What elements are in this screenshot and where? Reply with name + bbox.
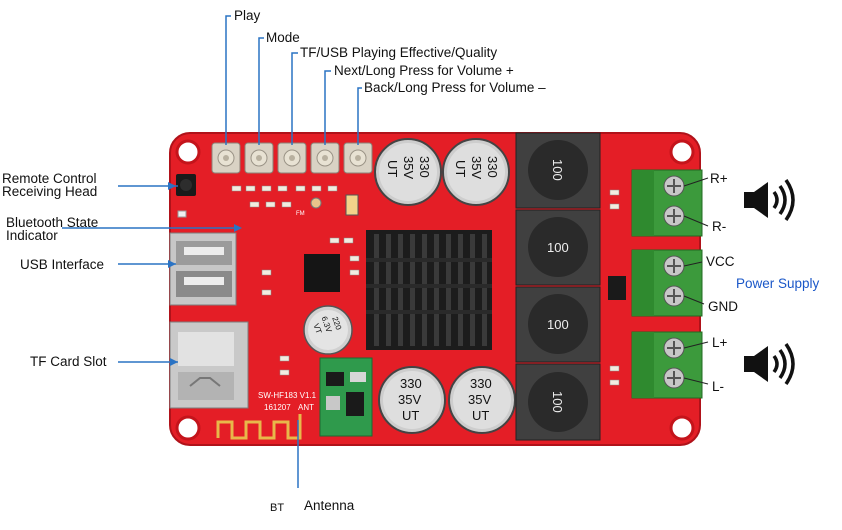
inductor-2-text: 100	[547, 240, 569, 255]
label-bt-state-2: Indicator	[6, 228, 58, 243]
label-remote-2: Receiving Head	[2, 184, 98, 199]
crystal	[345, 194, 359, 216]
label-play: Play	[234, 8, 261, 23]
label-gnd: GND	[708, 299, 738, 314]
label-l-minus: L-	[712, 379, 725, 394]
leader-lines	[62, 15, 362, 488]
label-r-minus: R-	[712, 219, 727, 234]
usb-port	[169, 232, 237, 306]
cap-br-line3: UT	[472, 408, 489, 423]
pointer-usb	[168, 260, 176, 268]
mount-hole	[175, 415, 201, 441]
pointer-bt-state	[234, 224, 242, 232]
cap-tr-line2: 35V	[469, 156, 484, 179]
label-tf-slot: TF Card Slot	[30, 354, 107, 369]
regulator	[608, 276, 626, 300]
inductor-4: 100	[515, 363, 601, 441]
mode-button[interactable]	[244, 142, 274, 174]
terminal-power	[631, 249, 703, 317]
model-text: SW-HF183 V1.1	[258, 391, 317, 400]
label-back: Back/Long Press for Volume –	[364, 80, 546, 95]
terminal-right-speaker	[631, 169, 703, 237]
pointer-tf	[170, 358, 178, 366]
inductor-1: 100	[515, 132, 601, 209]
fm-pad	[310, 197, 322, 209]
cap-bl-line1: 330	[400, 376, 422, 391]
cap-br-line2: 35V	[468, 392, 491, 407]
label-tf-usb: TF/USB Playing Effective/Quality	[300, 45, 498, 60]
quality-button[interactable]	[277, 142, 307, 174]
capacitor-bottom-right: 330 35V UT	[448, 366, 516, 434]
cap-tl-line2: 35V	[401, 156, 416, 179]
play-button[interactable]	[211, 142, 241, 174]
ir-receiver	[176, 174, 196, 196]
heatsink	[366, 230, 492, 350]
back-button[interactable]	[343, 142, 373, 174]
mount-hole	[669, 139, 695, 165]
speaker-icon	[744, 178, 795, 222]
ant-text: ANT	[298, 403, 314, 412]
leader-play	[225, 15, 231, 145]
inductor-4-text: 100	[550, 391, 565, 413]
inductor-3-text: 100	[547, 317, 569, 332]
leader-mode	[258, 37, 264, 145]
status-led	[177, 210, 187, 218]
inductor-2: 100	[515, 209, 601, 286]
pcb-antenna	[216, 414, 302, 440]
bt-module	[319, 357, 373, 437]
label-vcc: VCC	[706, 254, 735, 269]
capacitor-top-right: 330 35V UT	[442, 138, 510, 206]
label-r-plus: R+	[710, 171, 728, 186]
small-cap-line1: 220	[330, 315, 343, 331]
cap-tr-line1: 330	[485, 156, 500, 178]
mount-hole	[669, 415, 695, 441]
cap-br-line1: 330	[470, 376, 492, 391]
button-row	[211, 142, 373, 174]
label-mode: Mode	[266, 30, 300, 45]
decoder-ic	[304, 254, 340, 292]
label-antenna: Antenna	[304, 498, 355, 513]
label-bt-state-1: Bluetooth State	[6, 215, 99, 230]
leader-back	[357, 87, 362, 145]
label-l-plus: L+	[712, 335, 728, 350]
inductor-3: 100	[515, 286, 601, 363]
cap-bl-line2: 35V	[398, 392, 421, 407]
cap-tr-line3: UT	[453, 160, 468, 177]
cap-bl-line3: UT	[402, 408, 419, 423]
label-bt: BT	[270, 502, 285, 514]
label-usb: USB Interface	[20, 257, 105, 272]
leader-quality	[291, 52, 298, 145]
fm-text: FM	[296, 211, 305, 217]
small-capacitor: 220 6.3V VT	[303, 305, 353, 355]
inductor-1-text: 100	[550, 159, 565, 181]
mount-hole	[175, 139, 201, 165]
smd-components	[231, 185, 620, 386]
terminal-left-speaker	[631, 331, 703, 399]
speaker-icon	[744, 342, 795, 386]
label-remote-1: Remote Control	[2, 171, 97, 186]
capacitor-top-left: 330 35V UT	[374, 138, 442, 206]
small-cap-line3: VT	[311, 322, 323, 335]
leader-next	[324, 70, 331, 145]
capacitor-bottom-left: 330 35V UT	[378, 366, 446, 434]
next-button[interactable]	[310, 142, 340, 174]
cap-tl-line1: 330	[417, 156, 432, 178]
cap-tl-line3: UT	[385, 160, 400, 177]
terminal-leaders	[683, 177, 709, 385]
date-text: 161207	[264, 403, 291, 412]
label-next: Next/Long Press for Volume +	[334, 63, 514, 78]
pointer-remote	[168, 182, 176, 190]
label-power-supply: Power Supply	[736, 276, 820, 291]
tf-card-slot	[169, 321, 249, 409]
